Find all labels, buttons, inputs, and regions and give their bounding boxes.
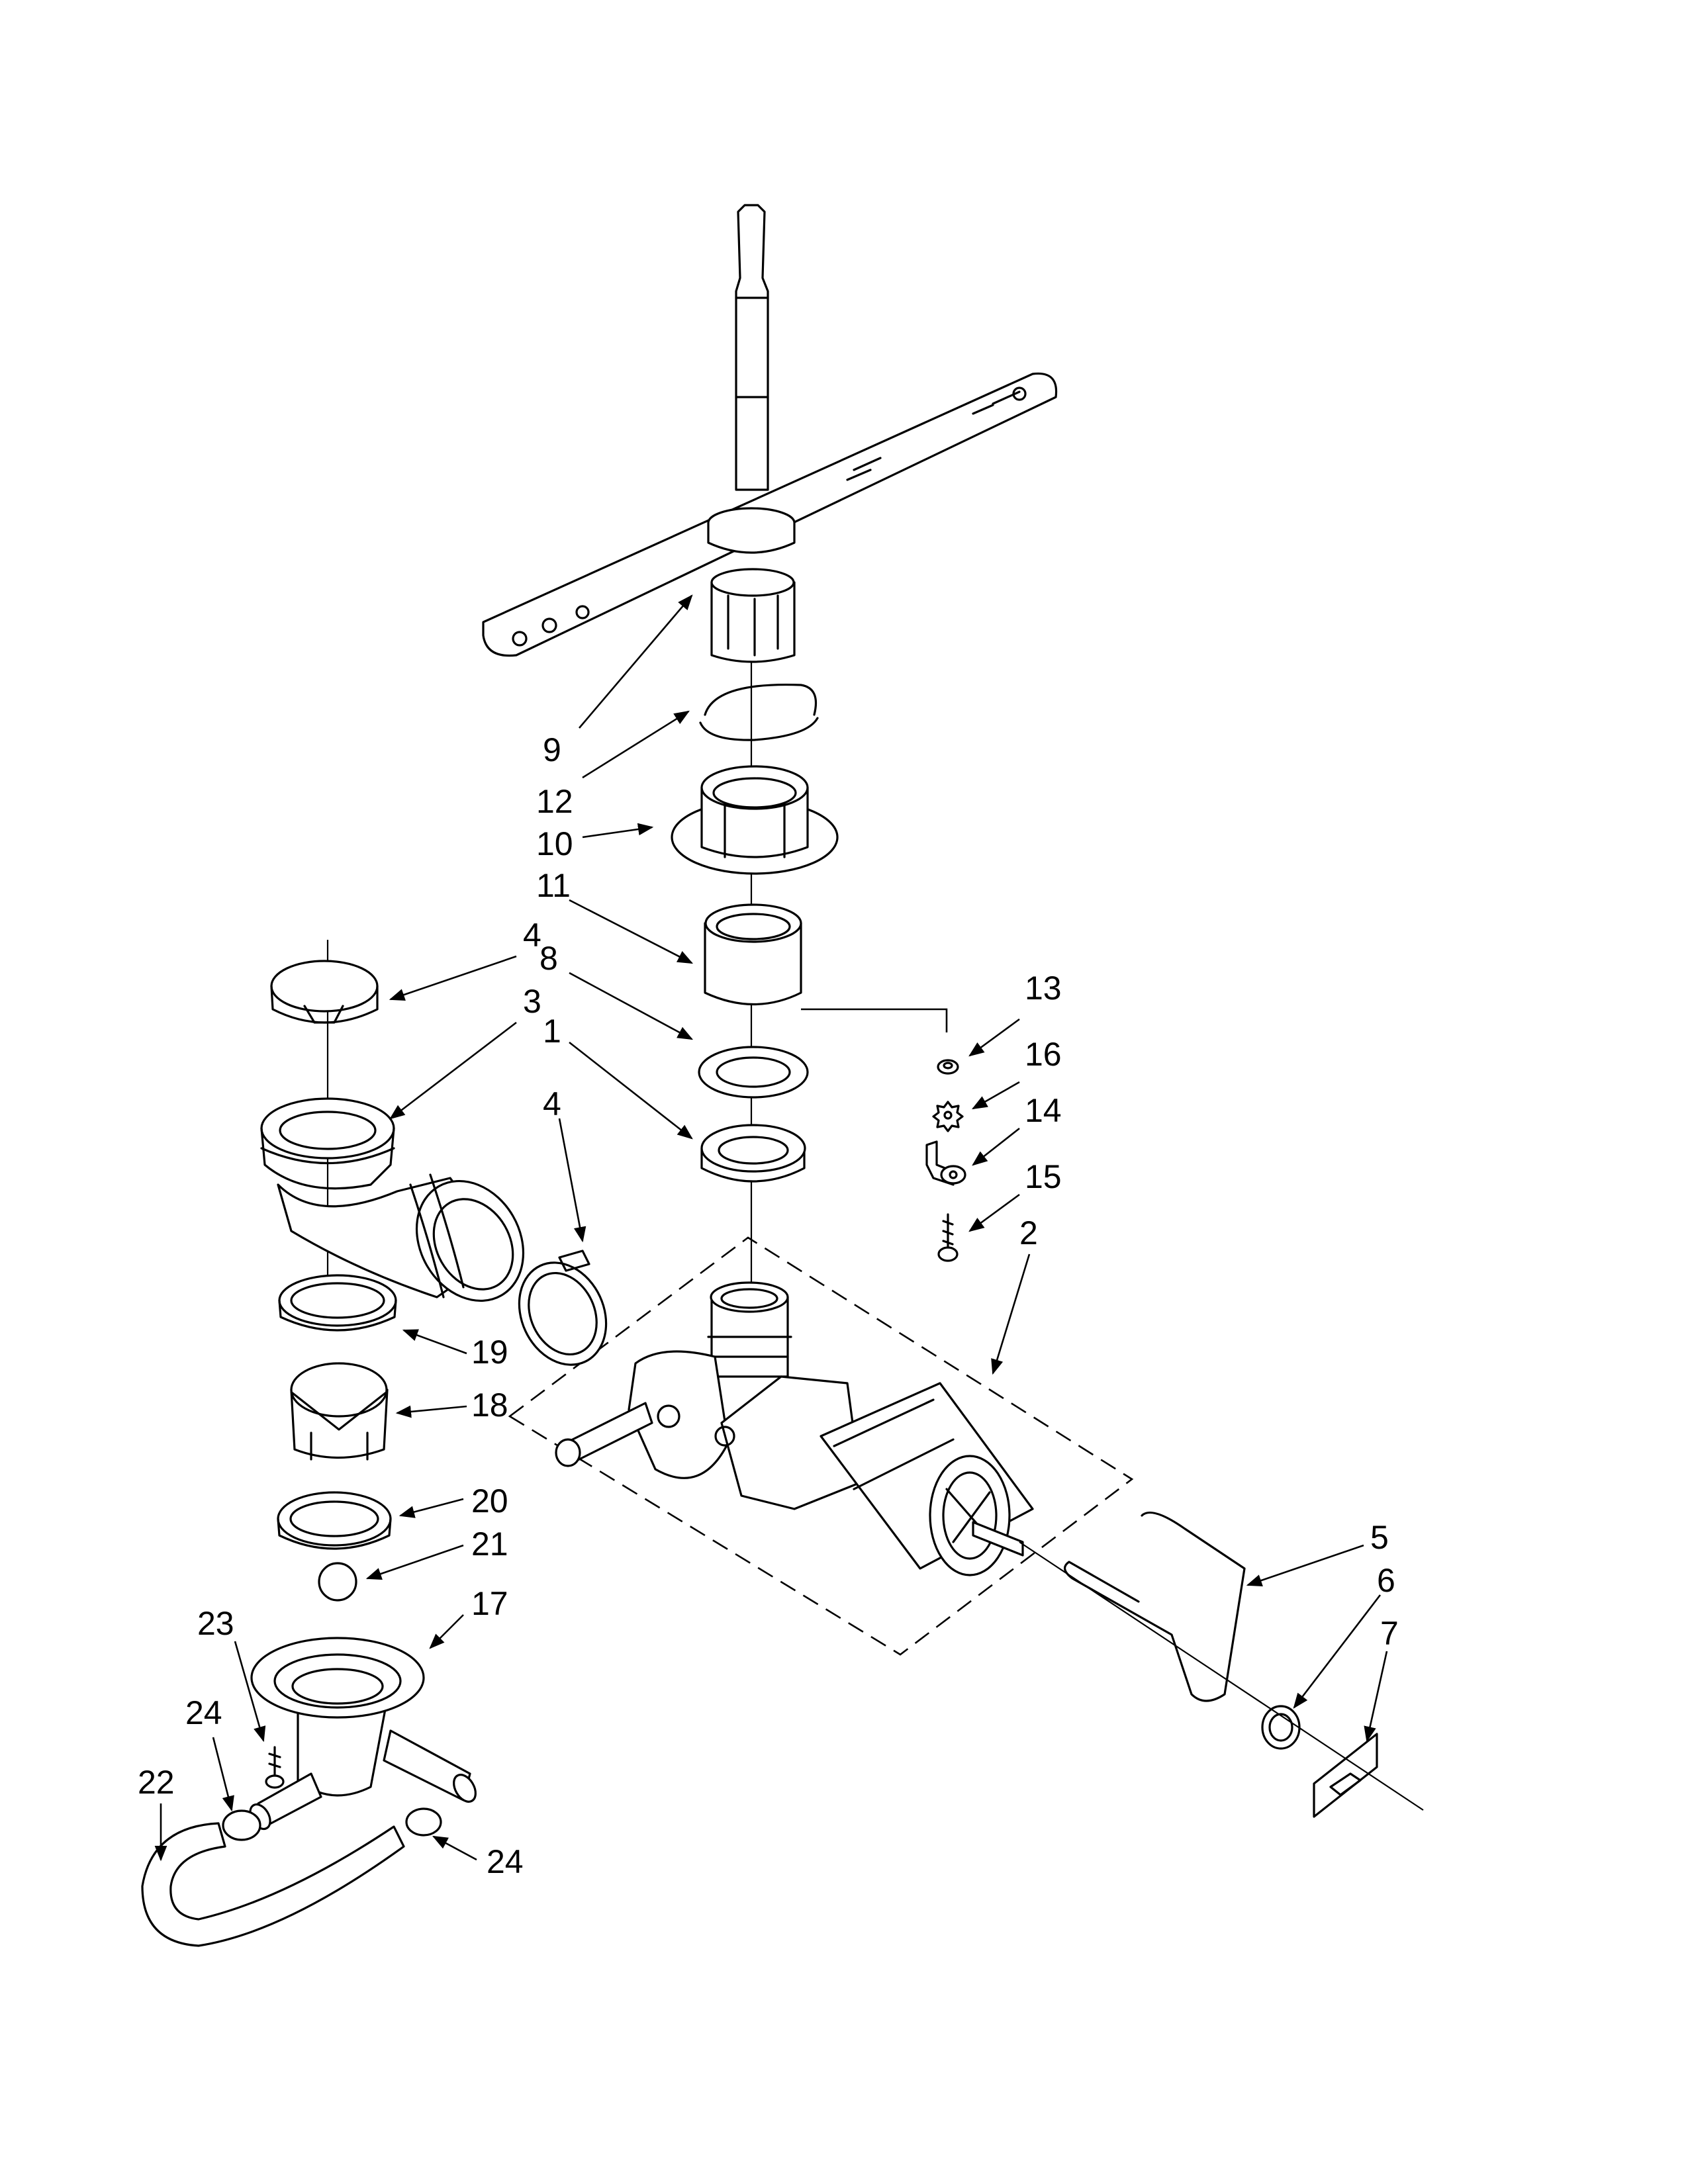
callout-24-right: 24: [487, 1843, 524, 1880]
callout-20: 20: [471, 1482, 508, 1520]
star-washer: [932, 1101, 964, 1132]
callout-8: 8: [539, 940, 558, 977]
hose-clamp-lower: [518, 1250, 608, 1366]
motor-axis-line: [1019, 1541, 1424, 1811]
drain-hose: [141, 1822, 405, 1947]
fastener-reference-line: [801, 1008, 948, 1032]
callout-1: 1: [543, 1013, 561, 1050]
callout-10: 10: [536, 825, 573, 862]
split-ring: [699, 683, 819, 741]
callout-23: 23: [197, 1605, 234, 1642]
spray-arm-assembly: [482, 204, 1058, 663]
callout-2: 2: [1019, 1214, 1038, 1251]
callout-3: 3: [523, 983, 541, 1020]
callout-16: 16: [1025, 1036, 1062, 1073]
callout-11: 11: [536, 867, 571, 904]
callout-6: 6: [1377, 1562, 1395, 1599]
mounting-plate: [1313, 1733, 1378, 1818]
callout-17: 17: [471, 1585, 508, 1622]
callout-9: 9: [543, 731, 561, 768]
nut: [937, 1059, 959, 1075]
callout-7: 7: [1380, 1615, 1399, 1652]
callout-13: 13: [1025, 970, 1062, 1007]
pump-motor-assembly: [555, 1281, 1034, 1576]
grommet: [1261, 1705, 1301, 1750]
mounting-bracket: [925, 1140, 966, 1186]
callout-4-upper: 4: [523, 917, 541, 954]
hose-clamp-upper: [270, 960, 379, 1024]
check-ball: [318, 1562, 357, 1602]
seal-ring: [698, 1046, 809, 1099]
callout-5: 5: [1370, 1519, 1389, 1556]
hose-clamp-24-right: [405, 1807, 442, 1837]
callout-24-left: 24: [185, 1694, 222, 1731]
callout-labels: 9 12 10 11 8 1 4 3 4 13 16 14 15 2 19 18…: [138, 731, 1399, 1880]
callout-21: 21: [471, 1525, 508, 1563]
hose-clamp-24-left: [222, 1809, 261, 1841]
gasket: [700, 1124, 806, 1183]
callout-14: 14: [1025, 1092, 1062, 1129]
callout-15: 15: [1025, 1158, 1062, 1195]
elbow-hose: [260, 1097, 525, 1302]
screw: [937, 1213, 959, 1262]
callout-19: 19: [471, 1334, 508, 1371]
callout-4-lower: 4: [543, 1085, 561, 1122]
lower-ring: [277, 1491, 392, 1550]
filter-ring: [278, 1274, 397, 1332]
callout-22: 22: [138, 1764, 175, 1801]
pump-motor-dashed-outline: [508, 1236, 1134, 1656]
callout-18: 18: [471, 1387, 508, 1424]
hub-flange: [671, 765, 839, 875]
sump-housing: [249, 1637, 477, 1831]
leader-lines: [154, 594, 1388, 1862]
wire-bracket: [1064, 1511, 1246, 1702]
housing-screw: [265, 1746, 285, 1789]
callout-12: 12: [536, 783, 573, 820]
sleeve-cup: [704, 903, 802, 1005]
filter-cone: [290, 1362, 389, 1461]
